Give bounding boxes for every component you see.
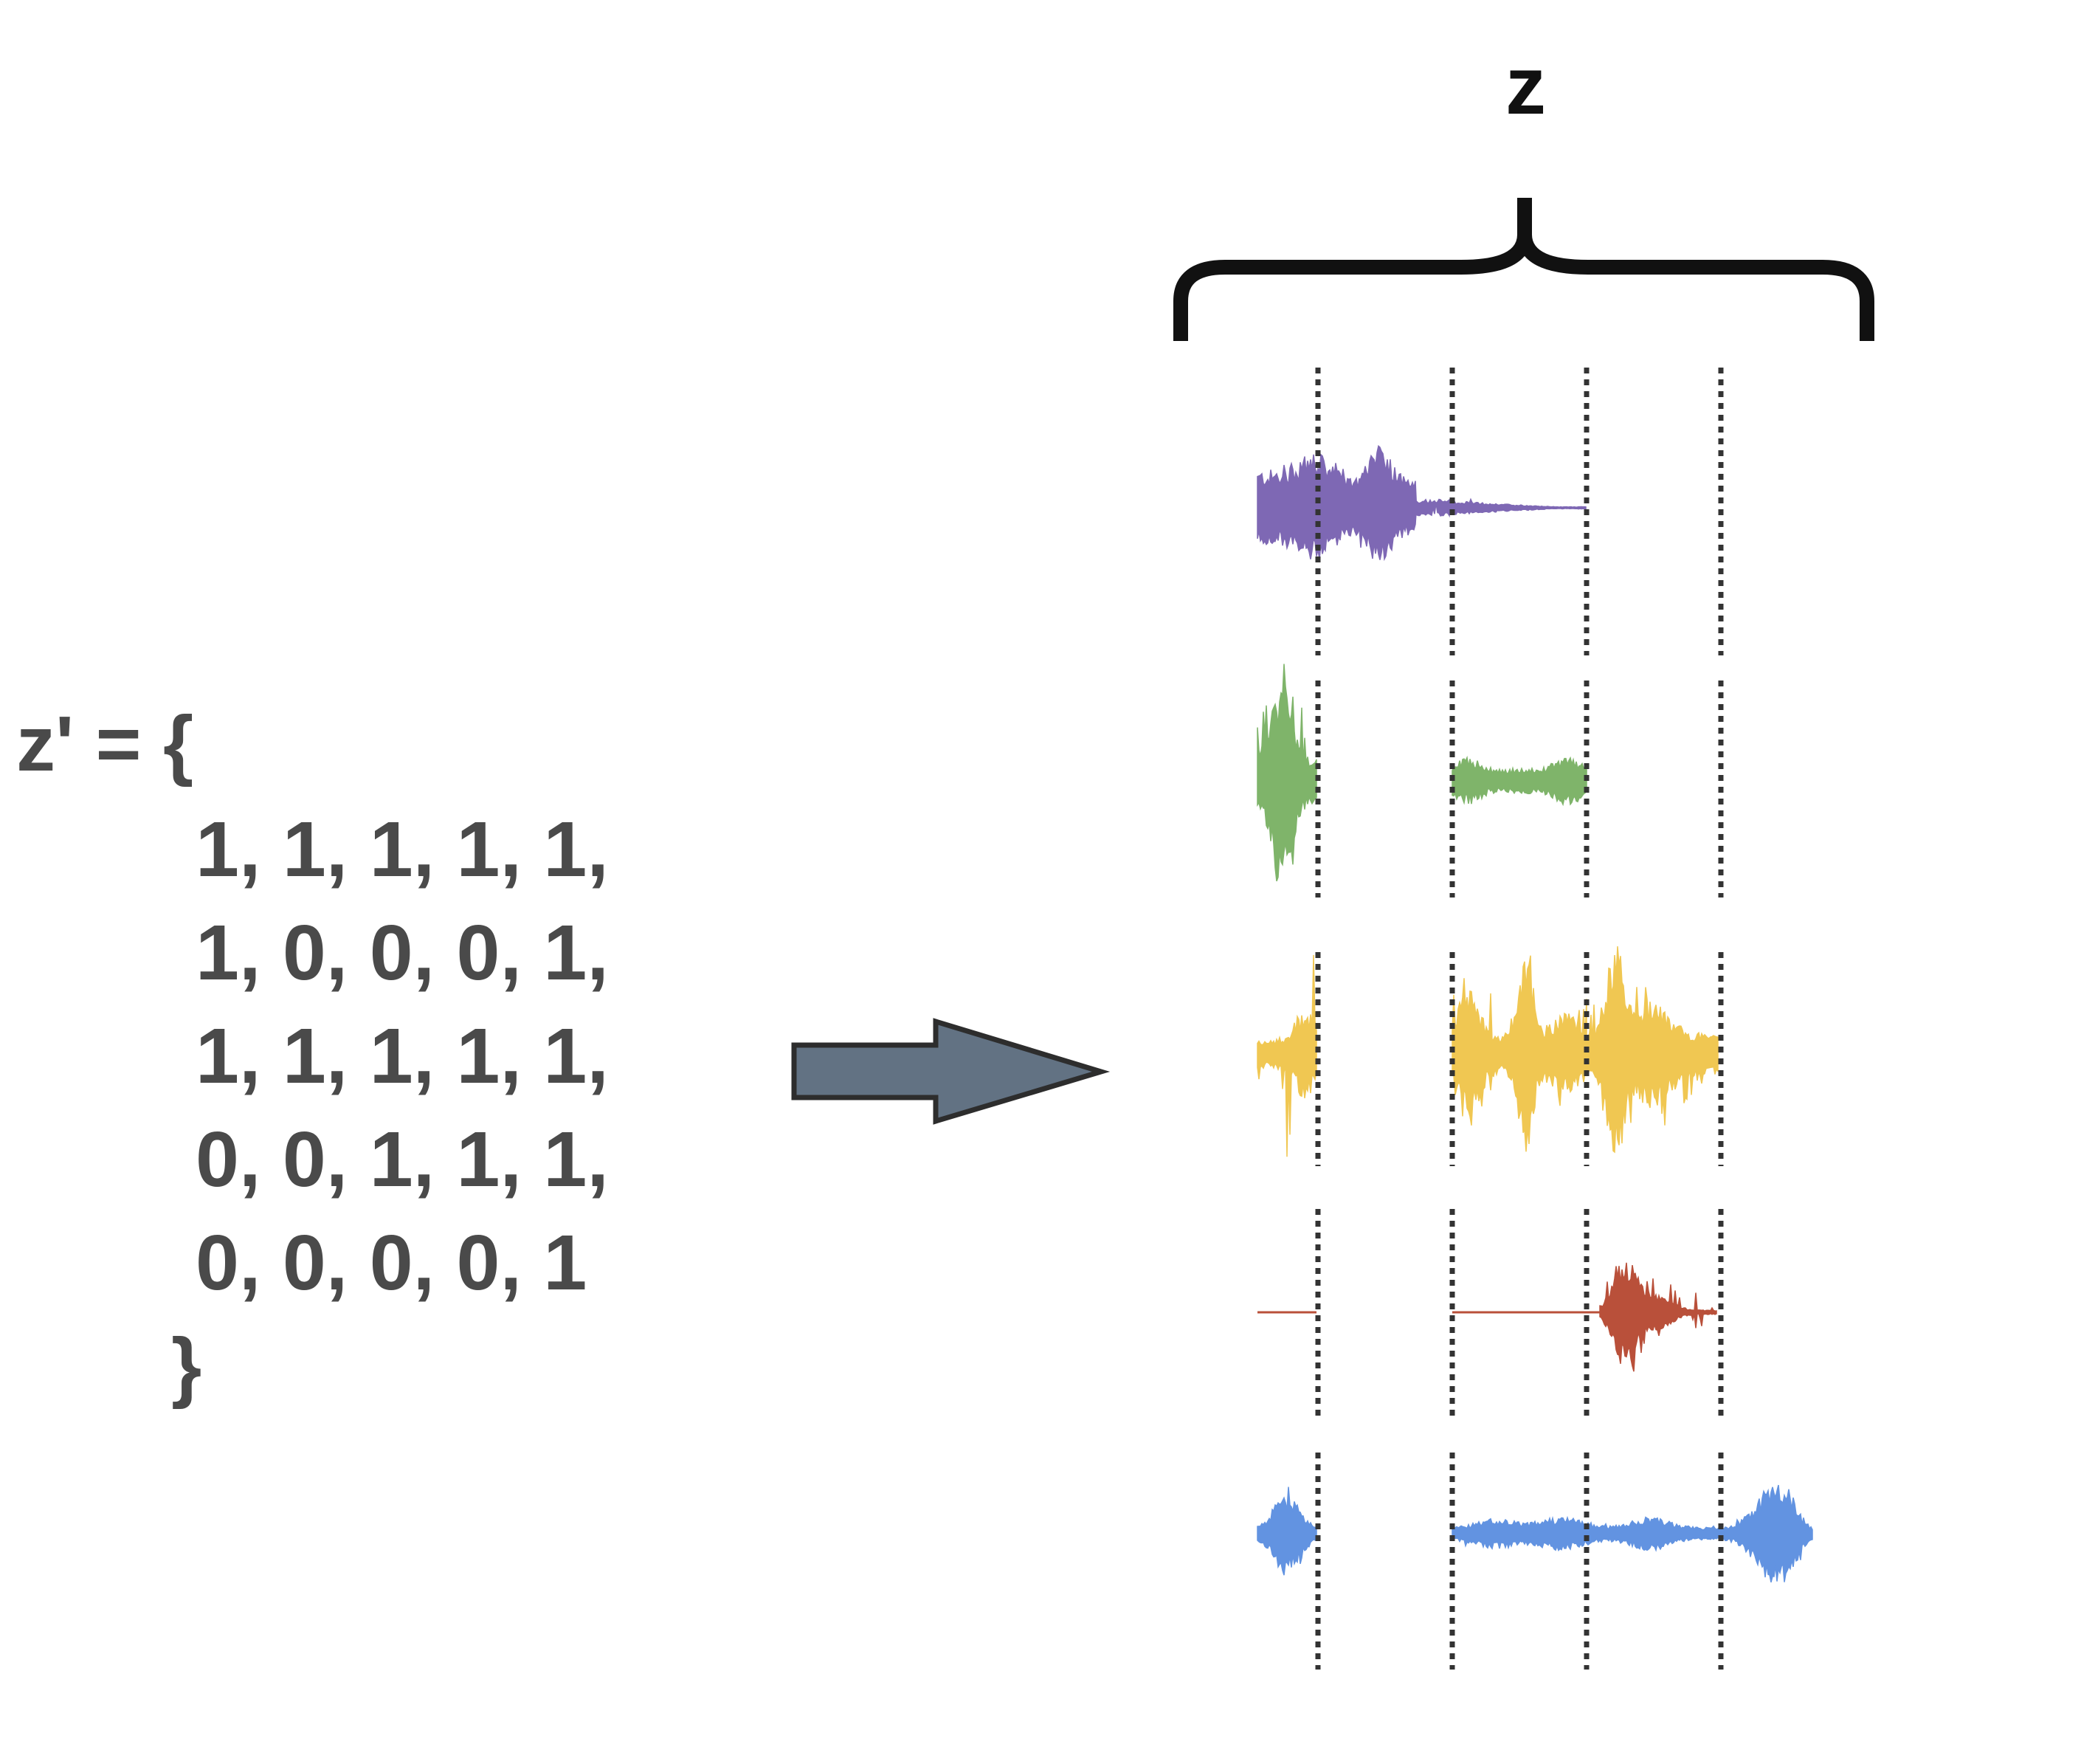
waveform-layer <box>1257 444 1813 1582</box>
curly-brace <box>1173 198 1874 341</box>
waveform-segment <box>1586 946 1719 1154</box>
waveform-segment <box>1599 1262 1717 1372</box>
formula-header: z' = { <box>16 700 194 788</box>
formula-row: 0, 0, 1, 1, 1, <box>196 1116 609 1203</box>
formula-footer: } <box>171 1323 202 1410</box>
waveform-segment <box>1257 954 1317 1157</box>
formula-row: 1, 1, 1, 1, 1, <box>196 806 609 893</box>
waveform-segment <box>1452 755 1587 807</box>
formula-row: 1, 0, 0, 0, 1, <box>196 909 609 996</box>
waveform-segment <box>1257 664 1317 882</box>
formula-row: 0, 0, 0, 0, 1 <box>196 1219 587 1306</box>
waveform-segment <box>1257 1486 1317 1576</box>
waveform-segment <box>1257 444 1450 562</box>
waveform-segment <box>1449 497 1587 515</box>
waveform-segment <box>1452 955 1587 1152</box>
divider-layer <box>1315 368 1724 1670</box>
z-label: z <box>1505 41 1546 131</box>
waveform-segment <box>1452 1484 1813 1582</box>
right-arrow-icon <box>791 1018 1111 1125</box>
formula-row: 1, 1, 1, 1, 1, <box>196 1013 609 1100</box>
mask-formula: z' = { 1, 1, 1, 1, 1, 1, 0, 0, 0, 1, 1, … <box>0 0 738 1476</box>
